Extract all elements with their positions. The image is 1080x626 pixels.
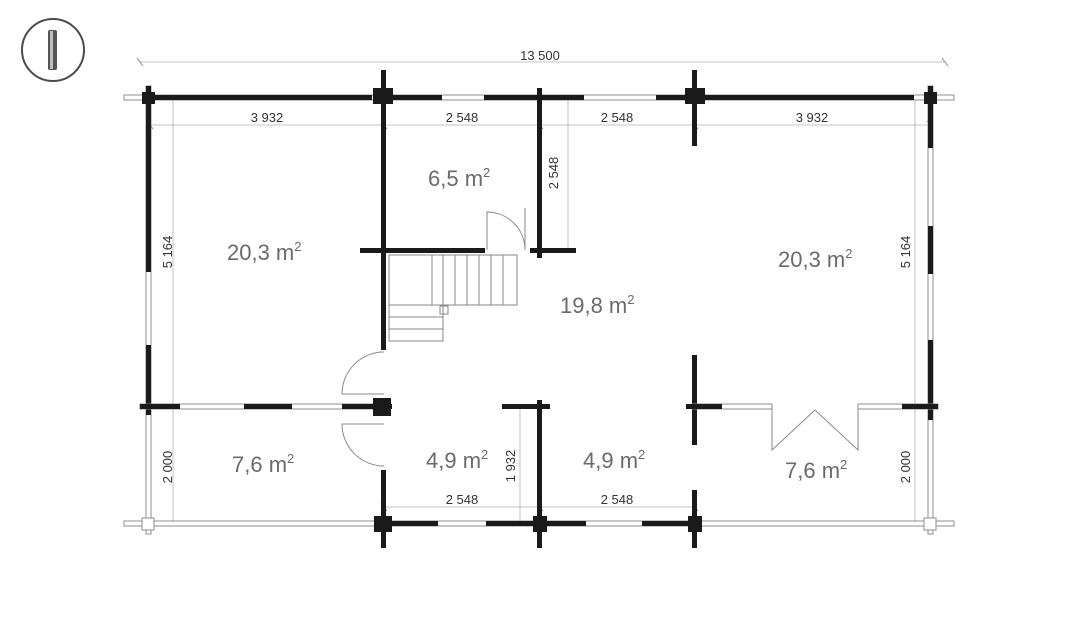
- top-dimension-2: 2 548: [446, 110, 479, 125]
- room-area-storage: 6,5 m2: [428, 165, 490, 191]
- room-area-living: 19,8 m2: [560, 292, 635, 318]
- top-dimension-4: 3 932: [796, 110, 829, 125]
- bath-divider-dimension: 1 932: [503, 450, 518, 483]
- north-arrow-icon: [21, 18, 85, 82]
- top-dimension-3: 2 548: [601, 110, 634, 125]
- terrace-door-icon: [771, 406, 859, 452]
- room-area-bedroom-left: 20,3 m2: [227, 239, 302, 265]
- room-labels: 20,3 m2 6,5 m2 19,8 m2 20,3 m2 7,6 m2 4,…: [227, 165, 853, 483]
- room-area-porch-left: 7,6 m2: [232, 451, 294, 477]
- bottom-dimension-1: 2 548: [446, 492, 479, 507]
- right-upper-dimension: 5 164: [898, 236, 913, 269]
- porch-door-icon: [341, 423, 385, 467]
- top-dimension-1: 3 932: [251, 110, 284, 125]
- doors: [341, 208, 859, 467]
- interior-walls: [139, 70, 939, 548]
- bottom-dimension-2: 2 548: [601, 492, 634, 507]
- storage-door-icon: [486, 211, 526, 251]
- room-area-bedroom-right: 20,3 m2: [778, 246, 853, 272]
- side-dimension-lines: 5 164 2 000 5 164 2 000 2 548 1 932: [160, 100, 916, 522]
- bedroom-door-icon: [341, 351, 385, 395]
- overall-dimension-line: 13 500: [136, 48, 949, 67]
- room-area-bath-right: 4,9 m2: [583, 447, 645, 473]
- left-lower-dimension: 2 000: [160, 451, 175, 484]
- room-area-porch-right: 7,6 m2: [785, 457, 847, 483]
- hall-upper-dimension: 2 548: [546, 157, 561, 190]
- staircase-icon: [388, 254, 518, 342]
- overall-dimension: 13 500: [520, 48, 560, 63]
- right-lower-dimension: 2 000: [898, 451, 913, 484]
- left-upper-dimension: 5 164: [160, 236, 175, 269]
- room-area-bath-left: 4,9 m2: [426, 447, 488, 473]
